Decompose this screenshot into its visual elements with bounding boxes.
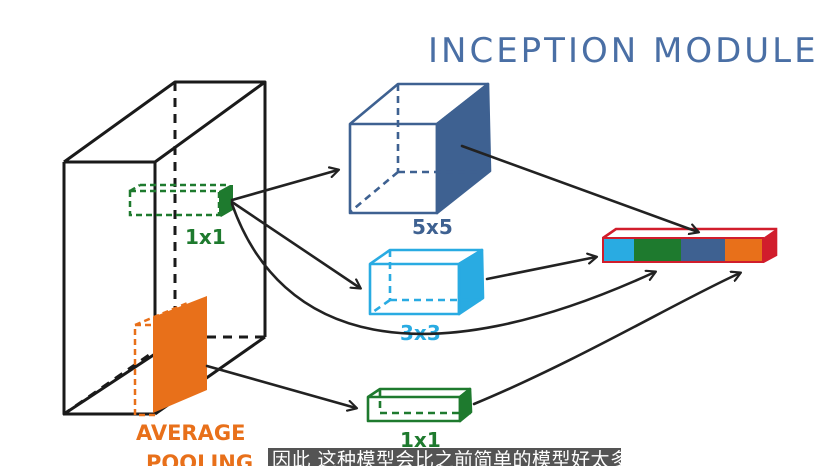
label-5x5: 5x5 <box>412 215 453 239</box>
conv-5x5-block <box>348 82 492 215</box>
concat-segment-1x1 <box>634 238 681 262</box>
diagram-title: INCEPTION MODULES <box>428 31 814 71</box>
concat-output <box>602 227 778 264</box>
conv-3x3-block <box>368 248 485 316</box>
arrow-1x1-bottom-to-concat <box>472 273 740 406</box>
label-1x1-left: 1x1 <box>185 225 226 249</box>
input-block <box>62 80 267 416</box>
concat-segment-3x3 <box>603 238 634 262</box>
arrow-5x5-to-concat <box>460 144 698 232</box>
pooling-slice <box>133 296 207 417</box>
input-1x1-slice <box>128 183 233 217</box>
arrow-1x1-curve-to-concat <box>230 202 655 336</box>
video-subtitle-text: 因此 这种模型会比之前简单的模型好太多 <box>272 449 621 466</box>
video-subtitle-bar: 因此 这种模型会比之前简单的模型好太多 <box>268 448 621 466</box>
conv-1x1-bottom-block <box>366 387 473 423</box>
label-pooling: POOLING <box>146 451 253 466</box>
label-average: AVERAGE <box>136 421 245 445</box>
arrow-3x3-to-concat <box>485 257 596 281</box>
concat-segment-5x5 <box>681 238 725 262</box>
arrows <box>205 144 740 408</box>
concat-segment-pool <box>725 238 763 262</box>
arrow-pool-to-1x1 <box>205 364 356 408</box>
arrow-1x1-to-3x3 <box>230 200 360 288</box>
arrow-1x1-to-5x5 <box>230 170 338 202</box>
